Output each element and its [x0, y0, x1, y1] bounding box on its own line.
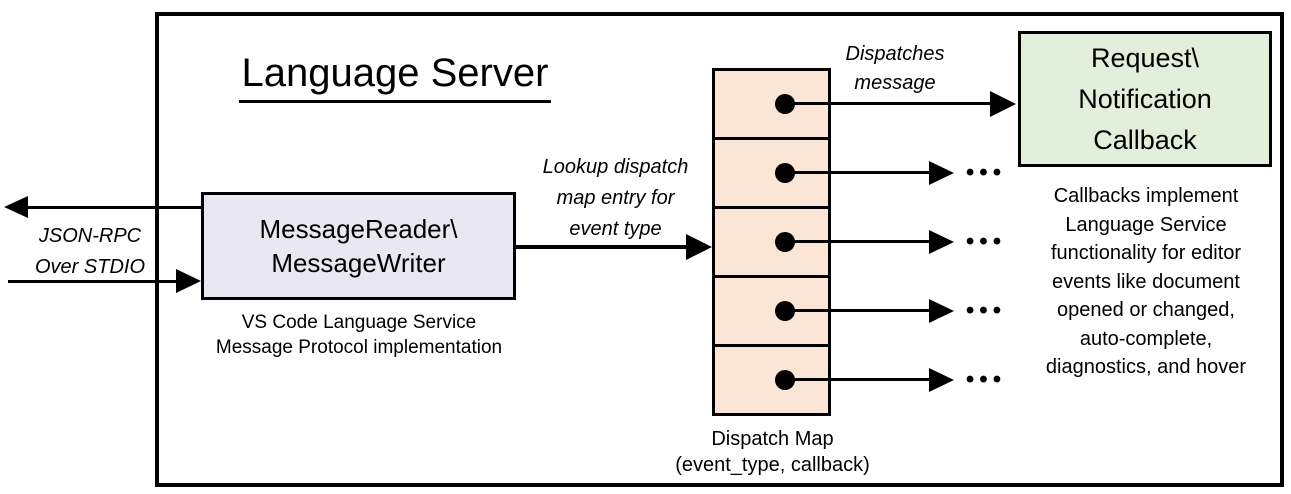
message-box-line2: MessageWriter [271, 248, 446, 278]
lookup-label-line2: map entry for [556, 187, 675, 209]
message-reader-writer-box: MessageReader\ MessageWriter [201, 192, 516, 300]
dispatch-arrow-line [785, 171, 930, 174]
stdio-out-line [26, 206, 201, 209]
ellipsis-icon: ••• [965, 366, 1007, 393]
map-cell [715, 140, 828, 209]
arrowhead-right-icon [686, 234, 712, 260]
dispatch-arrow-line [785, 240, 930, 243]
lookup-label-line1: Lookup dispatch [542, 156, 689, 178]
map-cell [715, 71, 828, 140]
dispatch-arrow-line [785, 102, 992, 105]
arrowhead-right-icon [929, 230, 954, 254]
callbacks-note: Callbacks implement Language Service fun… [1014, 182, 1278, 382]
callback-box-line2: Notification [1078, 83, 1212, 114]
transport-label-line1: JSON-RPC [38, 225, 142, 247]
message-box-caption-line1: VS Code Language Service [241, 312, 477, 333]
lookup-label: Lookup dispatch map entry for event type [523, 152, 708, 245]
ellipsis-icon: ••• [965, 159, 1007, 186]
callbacks-note-line4: events like document [1052, 270, 1240, 293]
ellipsis-icon: ••• [965, 297, 1007, 324]
transport-label-line2: Over STDIO [34, 256, 145, 278]
dispatch-arrow-line [785, 309, 930, 312]
dispatches-label: Dispatches message [815, 40, 975, 98]
language-server-box [155, 12, 1284, 487]
arrowhead-right-icon [929, 161, 954, 185]
callbacks-note-line5: opened or changed, [1057, 299, 1235, 321]
page-title: Language Server [230, 50, 560, 103]
callback-box-line1: Request\ [1090, 42, 1200, 73]
dispatches-label-line1: Dispatches [845, 43, 945, 65]
arrowhead-right-icon [990, 91, 1016, 117]
ellipsis-icon: ••• [965, 228, 1007, 255]
callbacks-note-line2: Language Service [1065, 213, 1227, 236]
message-box-line1: MessageReader\ [259, 214, 458, 244]
dispatch-arrow-line [785, 378, 930, 381]
dispatches-label-line2: message [854, 72, 936, 94]
callbacks-note-line7: diagnostics, and hover [1045, 356, 1247, 378]
dispatch-map-caption: Dispatch Map (event_type, callback) [645, 426, 900, 478]
message-box-caption-line2: Message Protocol implementation [215, 337, 503, 358]
callback-box: Request\ Notification Callback [1018, 31, 1272, 167]
dispatch-map-caption-line2: (event_type, callback) [675, 454, 870, 476]
arrowhead-right-icon [929, 368, 954, 392]
stdio-in-line [8, 280, 176, 283]
callbacks-note-line3: functionality for editor [1050, 242, 1242, 264]
transport-label: JSON-RPC Over STDIO [15, 221, 165, 283]
arrowhead-left-icon [4, 196, 28, 218]
dispatch-map-caption-line1: Dispatch Map [711, 428, 834, 450]
callbacks-note-line1: Callbacks implement [1053, 185, 1239, 207]
lookup-label-line3: event type [569, 218, 662, 240]
map-cell [715, 278, 828, 347]
message-box-caption: VS Code Language Service Message Protoco… [178, 310, 540, 360]
page-title-text: Language Server [238, 50, 552, 103]
arrowhead-right-icon [176, 269, 201, 293]
map-cell [715, 209, 828, 278]
arrowhead-right-icon [929, 299, 954, 323]
lookup-arrow-line [516, 245, 688, 249]
callback-box-line3: Callback [1093, 124, 1197, 155]
callbacks-note-line6: auto-complete, [1079, 327, 1213, 350]
